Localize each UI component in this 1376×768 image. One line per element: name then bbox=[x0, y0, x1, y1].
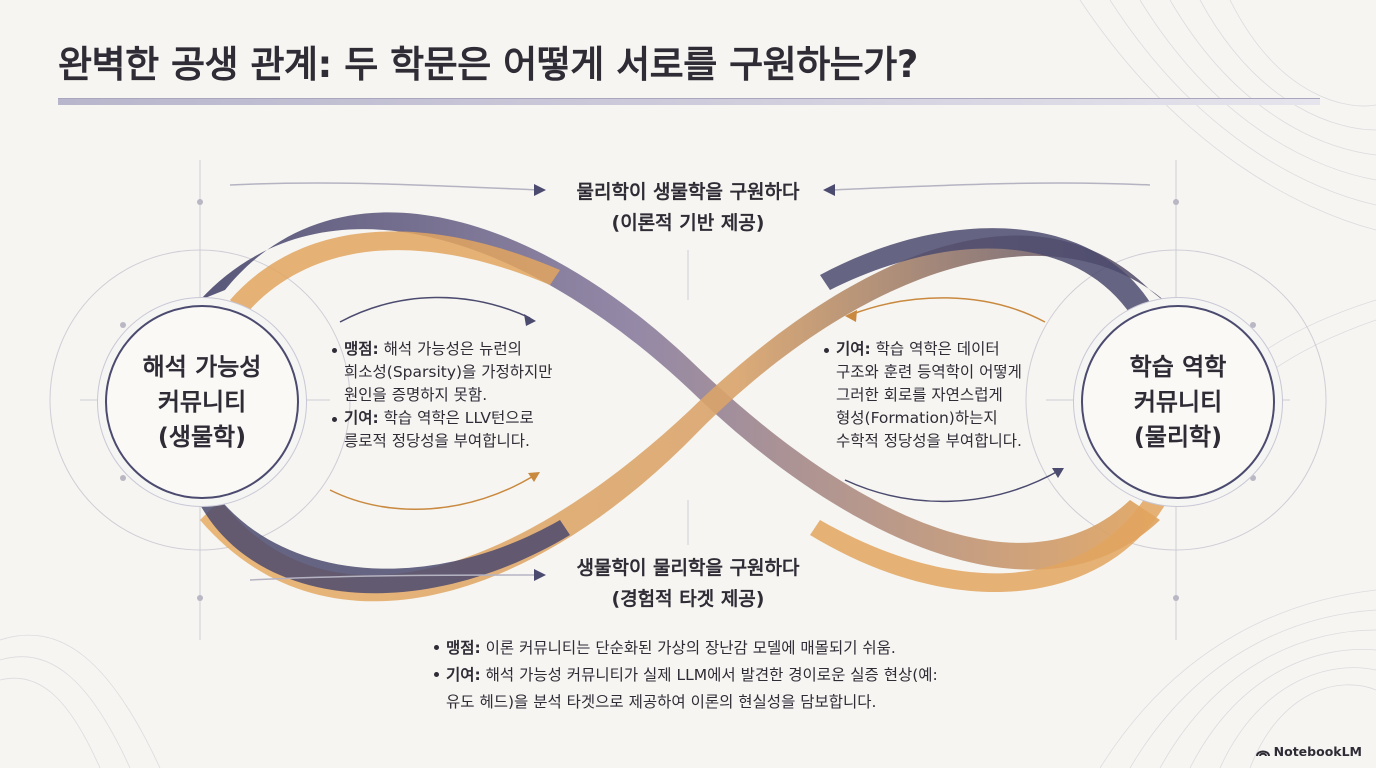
guide-dots bbox=[120, 199, 1256, 601]
blind-spot-item: 맹점: 해석 가능성은 뉴런의 bbox=[330, 338, 553, 361]
contribution-key: 기여: bbox=[836, 340, 871, 358]
left-notes: 맹점: 해석 가능성은 뉴런의 희소성(Sparsity)을 가정하지만 원인을… bbox=[330, 338, 553, 453]
note-text: 해석 가능성은 뉴런의 bbox=[383, 340, 522, 358]
arrow-heads-amber bbox=[528, 310, 857, 482]
page-title: 완벽한 공생 관계: 두 학문은 어떻게 서로를 구원하는가? bbox=[58, 43, 918, 86]
note-text: 희소성(Sparsity)을 가정하지만 bbox=[344, 363, 553, 381]
flow-label-physics-to-biology: 물리학이 생물학을 구원하다 (이론적 기반 제공) bbox=[488, 177, 888, 239]
infinity-band-amber bbox=[200, 235, 1175, 602]
flow-label-biology-to-physics: 생물학이 물리학을 구원하다 (경험적 타겟 제공) bbox=[488, 553, 888, 615]
flow-title: 생물학이 물리학을 구원하다 bbox=[576, 557, 800, 579]
node-label-line: 해석 가능성 bbox=[142, 352, 262, 381]
blind-spot-key: 맹점: bbox=[446, 639, 481, 657]
note-text: 릉로적 정당성을 부여합니다. bbox=[344, 432, 530, 450]
flow-subtitle: (이론적 기반 제공) bbox=[611, 212, 765, 234]
right-notes: 기여: 학습 역학은 데이터 구조와 훈련 등역학이 어떻게 그러한 회로를 자… bbox=[822, 338, 1022, 453]
infinity-strand-lower-left bbox=[195, 470, 570, 594]
interpretability-community-node: 해석 가능성 커뮤니티 (생물학) bbox=[105, 305, 299, 499]
contribution-item: 기여: 해석 가능성 커뮤니티가 실제 LLM에서 발견한 경이로운 실증 현상… bbox=[432, 662, 938, 689]
brand-name: NotebookLM bbox=[1273, 744, 1362, 759]
note-text: 학습 역학은 LLV턴으로 bbox=[383, 409, 534, 427]
learning-dynamics-community-node: 학습 역학 커뮤니티 (물리학) bbox=[1081, 305, 1275, 499]
infinity-strand-upper-right bbox=[820, 228, 1160, 330]
node-label-line: 학습 역학 bbox=[1129, 352, 1227, 381]
note-text: 구조와 훈련 등역학이 어떻게 bbox=[836, 363, 1022, 381]
node-label-line: (물리학) bbox=[1133, 422, 1223, 451]
node-label-line: 커뮤니티 bbox=[157, 387, 247, 416]
node-label-line: (생물학) bbox=[157, 422, 247, 451]
note-text: 유도 헤드)을 분석 타겟으로 제공하여 이론의 현실성을 담보합니다. bbox=[446, 693, 877, 711]
blind-spot-item: 맹점: 이론 커뮤니티는 단순화된 가상의 장난감 모델에 매몰되기 쉬움. bbox=[432, 635, 938, 662]
node-label-line: 커뮤니티 bbox=[1133, 387, 1223, 416]
blind-spot-key: 맹점: bbox=[344, 340, 379, 358]
note-text: 해석 가능성 커뮤니티가 실제 LLM에서 발견한 경이로운 실증 현상(예: bbox=[485, 666, 938, 684]
contribution-key: 기여: bbox=[446, 666, 481, 684]
note-text: 형성(Formation)하는지 bbox=[836, 409, 998, 427]
infinity-strand-lower-right bbox=[810, 490, 1165, 593]
contribution-key: 기여: bbox=[344, 409, 379, 427]
arrow-heads bbox=[524, 184, 1064, 581]
contribution-item: 기여: 학습 역학은 LLV턴으로 bbox=[330, 407, 553, 430]
contribution-item: 기여: 학습 역학은 데이터 bbox=[822, 338, 1022, 361]
infinity-strand-upper-left bbox=[230, 231, 560, 315]
notebooklm-brand: NotebookLM bbox=[1255, 744, 1362, 759]
flow-arrows bbox=[229, 182, 1151, 581]
bottom-notes: 맹점: 이론 커뮤니티는 단순화된 가상의 장난감 모델에 매몰되기 쉬움. 기… bbox=[432, 635, 938, 716]
note-text: 학습 역학은 데이터 bbox=[875, 340, 1000, 358]
title-underline bbox=[58, 98, 1320, 105]
note-text: 원인을 증명하지 못함. bbox=[344, 386, 488, 404]
note-text: 수학적 정당성을 부여합니다. bbox=[836, 432, 1022, 450]
notebooklm-logo-icon bbox=[1255, 750, 1270, 756]
flow-title: 물리학이 생물학을 구원하다 bbox=[576, 181, 800, 203]
flow-subtitle: (경험적 타겟 제공) bbox=[611, 588, 765, 610]
note-text: 이론 커뮤니티는 단순화된 가상의 장난감 모델에 매몰되기 쉬움. bbox=[485, 639, 896, 657]
note-text: 그러한 회로를 자연스럽게 bbox=[836, 386, 1003, 404]
